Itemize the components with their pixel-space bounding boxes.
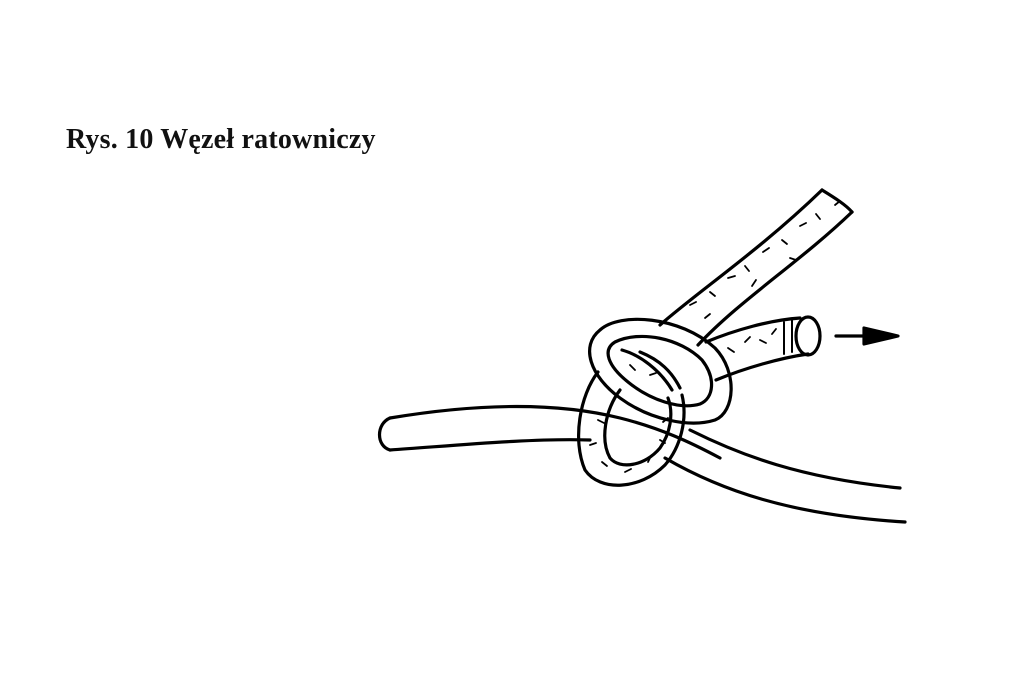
standing-rope-left	[377, 404, 722, 460]
rope-texture-marks	[589, 200, 841, 473]
upper-rope-strand	[658, 188, 854, 347]
figure-caption: Rys. 10 Węzeł ratowniczy	[66, 124, 376, 155]
knot-collar-loop	[588, 317, 733, 425]
right-rope-strand	[704, 315, 822, 382]
arrow-right-icon	[834, 326, 900, 346]
working-rope-right	[663, 428, 907, 524]
